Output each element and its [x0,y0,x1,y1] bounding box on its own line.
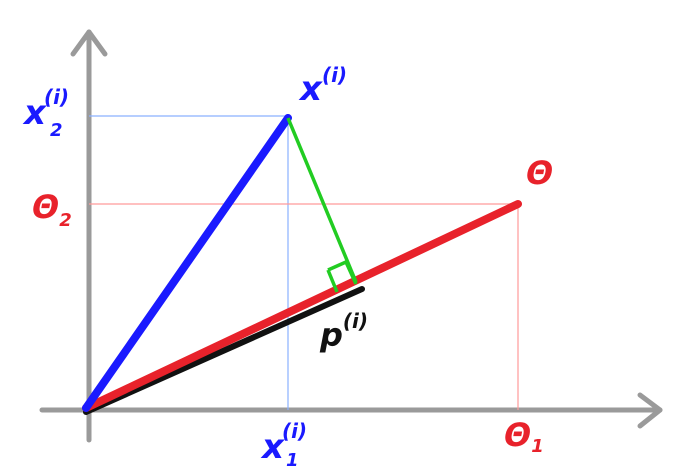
x2-tick-label: x(i) [22,85,69,133]
x-vector [82,114,292,412]
perpendicular-line [286,117,358,283]
axes [39,29,663,443]
projection-segment [83,286,365,415]
theta-label: Θ [526,154,553,192]
y-axis-arrowhead [70,29,108,57]
x2-tick-subscript: 2 [50,120,63,141]
x1-tick-subscript: 1 [286,450,299,471]
labels: x(i) x(i) 2 Θ Θ2 p(i) x(i) 1 Θ1 [22,63,553,471]
vector-x-label: x(i) [298,63,347,109]
x-axis-arrowhead [637,392,663,429]
guide-lines [89,115,519,410]
perpendicular [286,117,358,293]
right-angle-base [326,269,339,293]
theta1-tick-label: Θ1 [504,416,544,457]
theta-vector [82,200,522,412]
right-angle-marker [327,260,358,285]
projection-label: p(i) [319,309,368,354]
theta2-tick-label: Θ2 [32,188,72,231]
x1-tick-label: x(i) [260,419,307,467]
